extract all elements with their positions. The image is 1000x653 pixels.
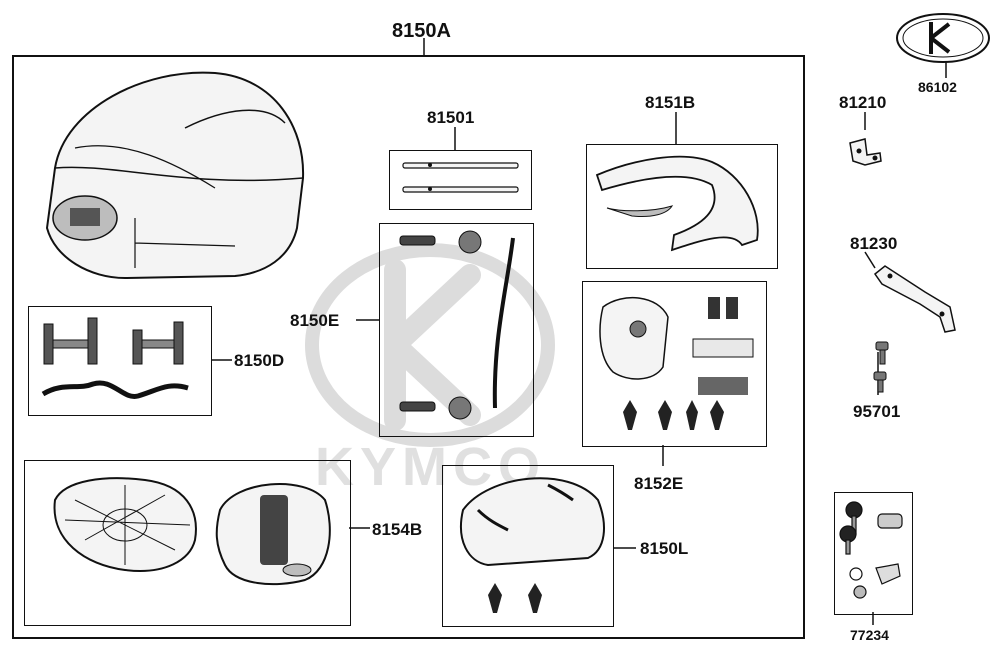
base-plate-icon xyxy=(53,477,331,586)
lid-label: 8150L xyxy=(640,539,689,558)
base-plate-box xyxy=(24,460,351,626)
long-bracket-icon xyxy=(873,265,956,333)
assembly-number-label: 8150A xyxy=(392,20,451,42)
reflector-strip-box xyxy=(389,150,532,210)
back-rest-pad-icon xyxy=(595,155,759,252)
base-plate-label: 8154B xyxy=(372,520,423,539)
small-bracket-icon xyxy=(849,138,882,166)
hinge-rod-icon xyxy=(399,230,515,420)
mounting-kit-box xyxy=(28,306,212,416)
hinge-kit-box xyxy=(379,223,534,437)
lock-kit-label: 8152E xyxy=(634,474,684,493)
lid-cover-icon xyxy=(460,477,605,613)
side-part-5-label: 77234 xyxy=(850,627,889,643)
main-assembly-frame xyxy=(12,55,805,639)
side-part-1-label: 86102 xyxy=(918,79,957,95)
side-part-4-label: 95701 xyxy=(853,402,901,421)
side-part-2-label: 81210 xyxy=(839,93,887,112)
strips-label: 81501 xyxy=(427,108,475,127)
mounting-kit-icon xyxy=(41,317,189,399)
kymco-emblem-icon xyxy=(896,13,990,63)
top-case-icon xyxy=(45,71,305,280)
key-lock-set-icon xyxy=(839,501,903,599)
lock-kit-box xyxy=(582,281,767,447)
lock-assembly-icon xyxy=(599,296,754,430)
key-lock-set-box xyxy=(834,492,913,615)
lid-box xyxy=(442,465,614,627)
hinge-kit-label: 8150E xyxy=(290,311,340,330)
mount-kit-label: 8150D xyxy=(234,351,285,370)
back-rest-label: 8151B xyxy=(645,93,696,112)
side-part-3-label: 81230 xyxy=(850,234,898,253)
back-rest-box xyxy=(586,144,778,269)
bolt-icon xyxy=(873,341,889,393)
reflector-strip-icon xyxy=(402,162,519,193)
